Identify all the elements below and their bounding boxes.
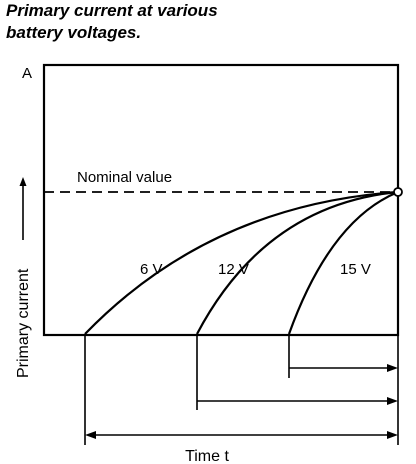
y-axis-arrow-head xyxy=(19,177,27,186)
plot-frame xyxy=(42,63,400,337)
duration-arrow-6v-head-right xyxy=(387,431,398,439)
chart-title: Primary current at various battery volta… xyxy=(6,0,218,44)
duration-arrow-6v-head-left xyxy=(85,431,96,439)
nominal-value-label: Nominal value xyxy=(77,169,172,186)
x-axis-label: Time t xyxy=(185,448,229,464)
series-label-6v: 6 V xyxy=(140,261,163,278)
series-line-6v xyxy=(84,190,399,335)
duration-arrow-12v-head xyxy=(387,397,398,405)
duration-arrow-15v-head xyxy=(387,364,398,372)
series-line-12v xyxy=(196,190,399,335)
y-axis-label: Primary current xyxy=(15,268,32,378)
title-line-2: battery voltages. xyxy=(6,23,142,42)
series-label-12v: 12 V xyxy=(218,261,249,278)
nominal-point-marker xyxy=(393,187,403,197)
series-line-15v xyxy=(287,190,399,335)
title-line-1: Primary current at various xyxy=(6,1,218,20)
series-label-15v: 15 V xyxy=(340,261,371,278)
y-unit-label: A xyxy=(22,65,32,82)
